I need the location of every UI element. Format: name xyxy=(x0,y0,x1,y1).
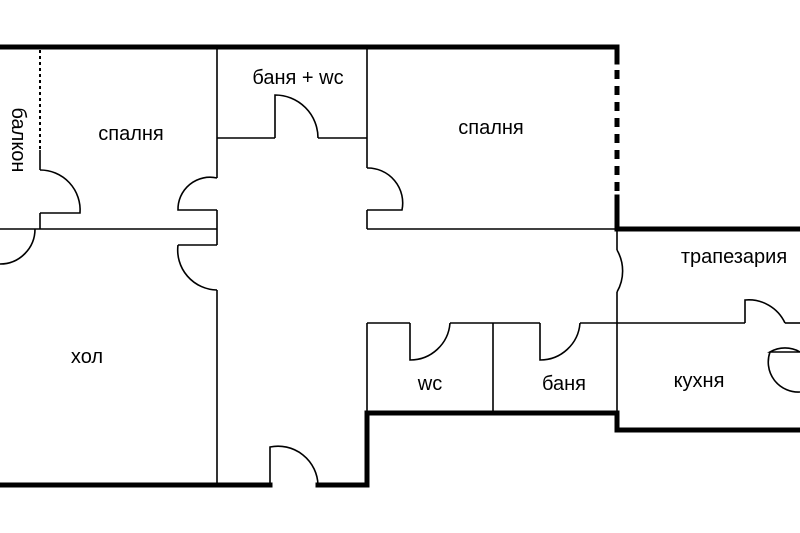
outer-wall-right-upper xyxy=(614,194,800,232)
room-label-bedroom-left: спалня xyxy=(98,123,164,145)
room-label-wc: wc xyxy=(417,373,442,395)
room-label-bathroom: баня xyxy=(542,373,586,395)
door-dining xyxy=(616,249,624,293)
outer-wall-top xyxy=(0,44,620,65)
outer-wall-bottom-mid xyxy=(315,410,800,488)
door-balcony xyxy=(39,169,81,214)
door-entrance xyxy=(269,445,319,486)
room-label-living: хол xyxy=(71,346,103,368)
room-label-kitchen: кухня xyxy=(674,370,725,392)
room-label-bedroom-right: спалня xyxy=(458,117,524,139)
door-balcony-exit xyxy=(0,228,36,265)
door-bedroom-right xyxy=(366,167,404,211)
room-label-dining: трапезария xyxy=(681,246,787,268)
door-kitchen-side-arc xyxy=(767,351,800,393)
room-label-bathroom-wc: баня + wc xyxy=(252,67,343,89)
door-bathroom xyxy=(539,322,581,361)
door-kitchen-side xyxy=(767,347,800,353)
door-wc xyxy=(409,322,451,361)
inner-walls xyxy=(0,47,800,485)
outer-walls xyxy=(0,44,800,488)
room-label-balcony: балкон xyxy=(7,108,29,173)
door-bedroom-left xyxy=(177,176,218,211)
door-bathroom-wc xyxy=(274,94,319,139)
door-living xyxy=(176,244,218,291)
door-kitchen xyxy=(744,299,786,324)
doors xyxy=(0,94,800,486)
